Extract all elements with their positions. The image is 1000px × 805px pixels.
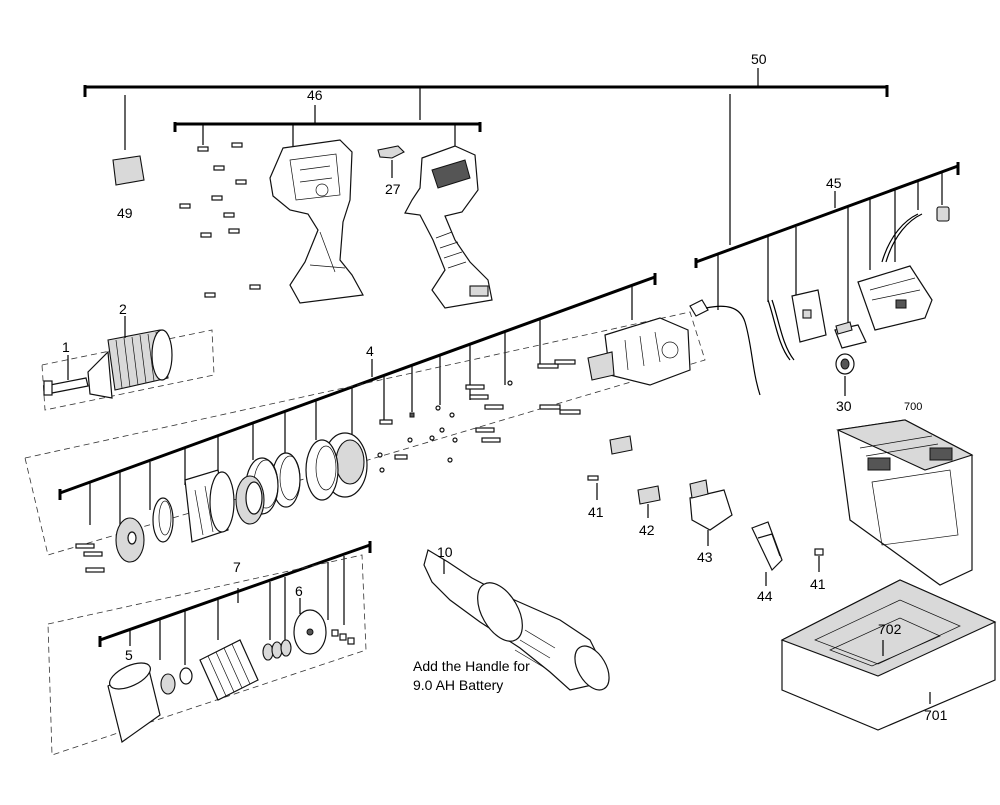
pcb-board-part <box>293 598 327 655</box>
label-10: 10 <box>437 544 453 560</box>
gearbox-pins <box>377 359 581 473</box>
label-42: 42 <box>639 522 655 538</box>
bracket-7 <box>98 541 372 665</box>
label-43: 43 <box>697 549 713 565</box>
handle-note-line1: Add the Handle for <box>413 658 530 674</box>
label-2: 2 <box>119 301 127 317</box>
label-50: 50 <box>751 51 767 67</box>
label-49: 49 <box>117 205 133 221</box>
housing-left-half <box>269 139 364 304</box>
clutch-ring-part <box>305 439 339 501</box>
label-46: 46 <box>307 87 323 103</box>
ring-gear-part <box>235 475 265 525</box>
label-sticker-part <box>112 155 145 186</box>
small-cap <box>936 206 950 222</box>
bracket-45 <box>694 162 960 325</box>
contact-clip-part <box>609 435 633 455</box>
gearbox-screws <box>75 543 105 573</box>
label-27: 27 <box>385 181 401 197</box>
bit-holder-part <box>689 479 733 546</box>
clip-42-part <box>637 485 661 518</box>
switch-bracket <box>791 289 827 343</box>
label-4: 4 <box>366 343 374 359</box>
label-701: 701 <box>924 707 948 723</box>
label-45: 45 <box>826 175 842 191</box>
trigger-switch <box>857 265 933 331</box>
case-insert-part <box>780 579 997 731</box>
nut-part <box>835 353 855 396</box>
label-700: 700 <box>904 401 922 413</box>
label-41-lower: 41 <box>810 576 826 592</box>
wire-lead <box>689 299 761 396</box>
motor-outline <box>47 554 367 756</box>
spring-wire <box>767 299 795 361</box>
label-41-upper: 41 <box>588 504 604 520</box>
chuck-screw-part <box>43 355 89 396</box>
label-5: 5 <box>125 647 133 663</box>
label-44: 44 <box>757 588 773 604</box>
thrust-washer-part <box>115 517 145 563</box>
pinion-gear-part <box>160 667 193 695</box>
handle-note-line2: 9.0 AH Battery <box>413 677 503 693</box>
label-1: 1 <box>62 339 70 355</box>
switch-block <box>834 321 867 349</box>
planetary-carrier-part <box>184 469 235 543</box>
label-702: 702 <box>878 621 902 637</box>
keyless-chuck-part <box>87 316 173 399</box>
housing-right-half <box>404 145 493 309</box>
snap-ring-part <box>152 497 174 543</box>
gearbox-outline <box>24 311 706 556</box>
bearing-part <box>262 639 292 661</box>
spring-ring-part <box>271 452 301 508</box>
housing-screws <box>179 142 261 298</box>
gear-case-part <box>587 317 691 386</box>
carrying-case-part <box>836 419 974 586</box>
motor-cover-part <box>107 662 161 743</box>
screw-41-upper <box>587 475 599 500</box>
motor-screws <box>331 629 355 645</box>
side-handle-part <box>423 549 610 691</box>
label-6: 6 <box>295 583 303 599</box>
contact-wire <box>881 213 923 263</box>
bracket-50 <box>83 68 889 245</box>
motor-stator-part <box>199 639 259 701</box>
clip-part <box>377 145 405 178</box>
belt-clip-part <box>751 521 783 586</box>
bracket-46 <box>173 105 482 150</box>
label-30: 30 <box>836 398 852 414</box>
label-7: 7 <box>233 559 241 575</box>
screw-41-lower <box>814 548 824 572</box>
